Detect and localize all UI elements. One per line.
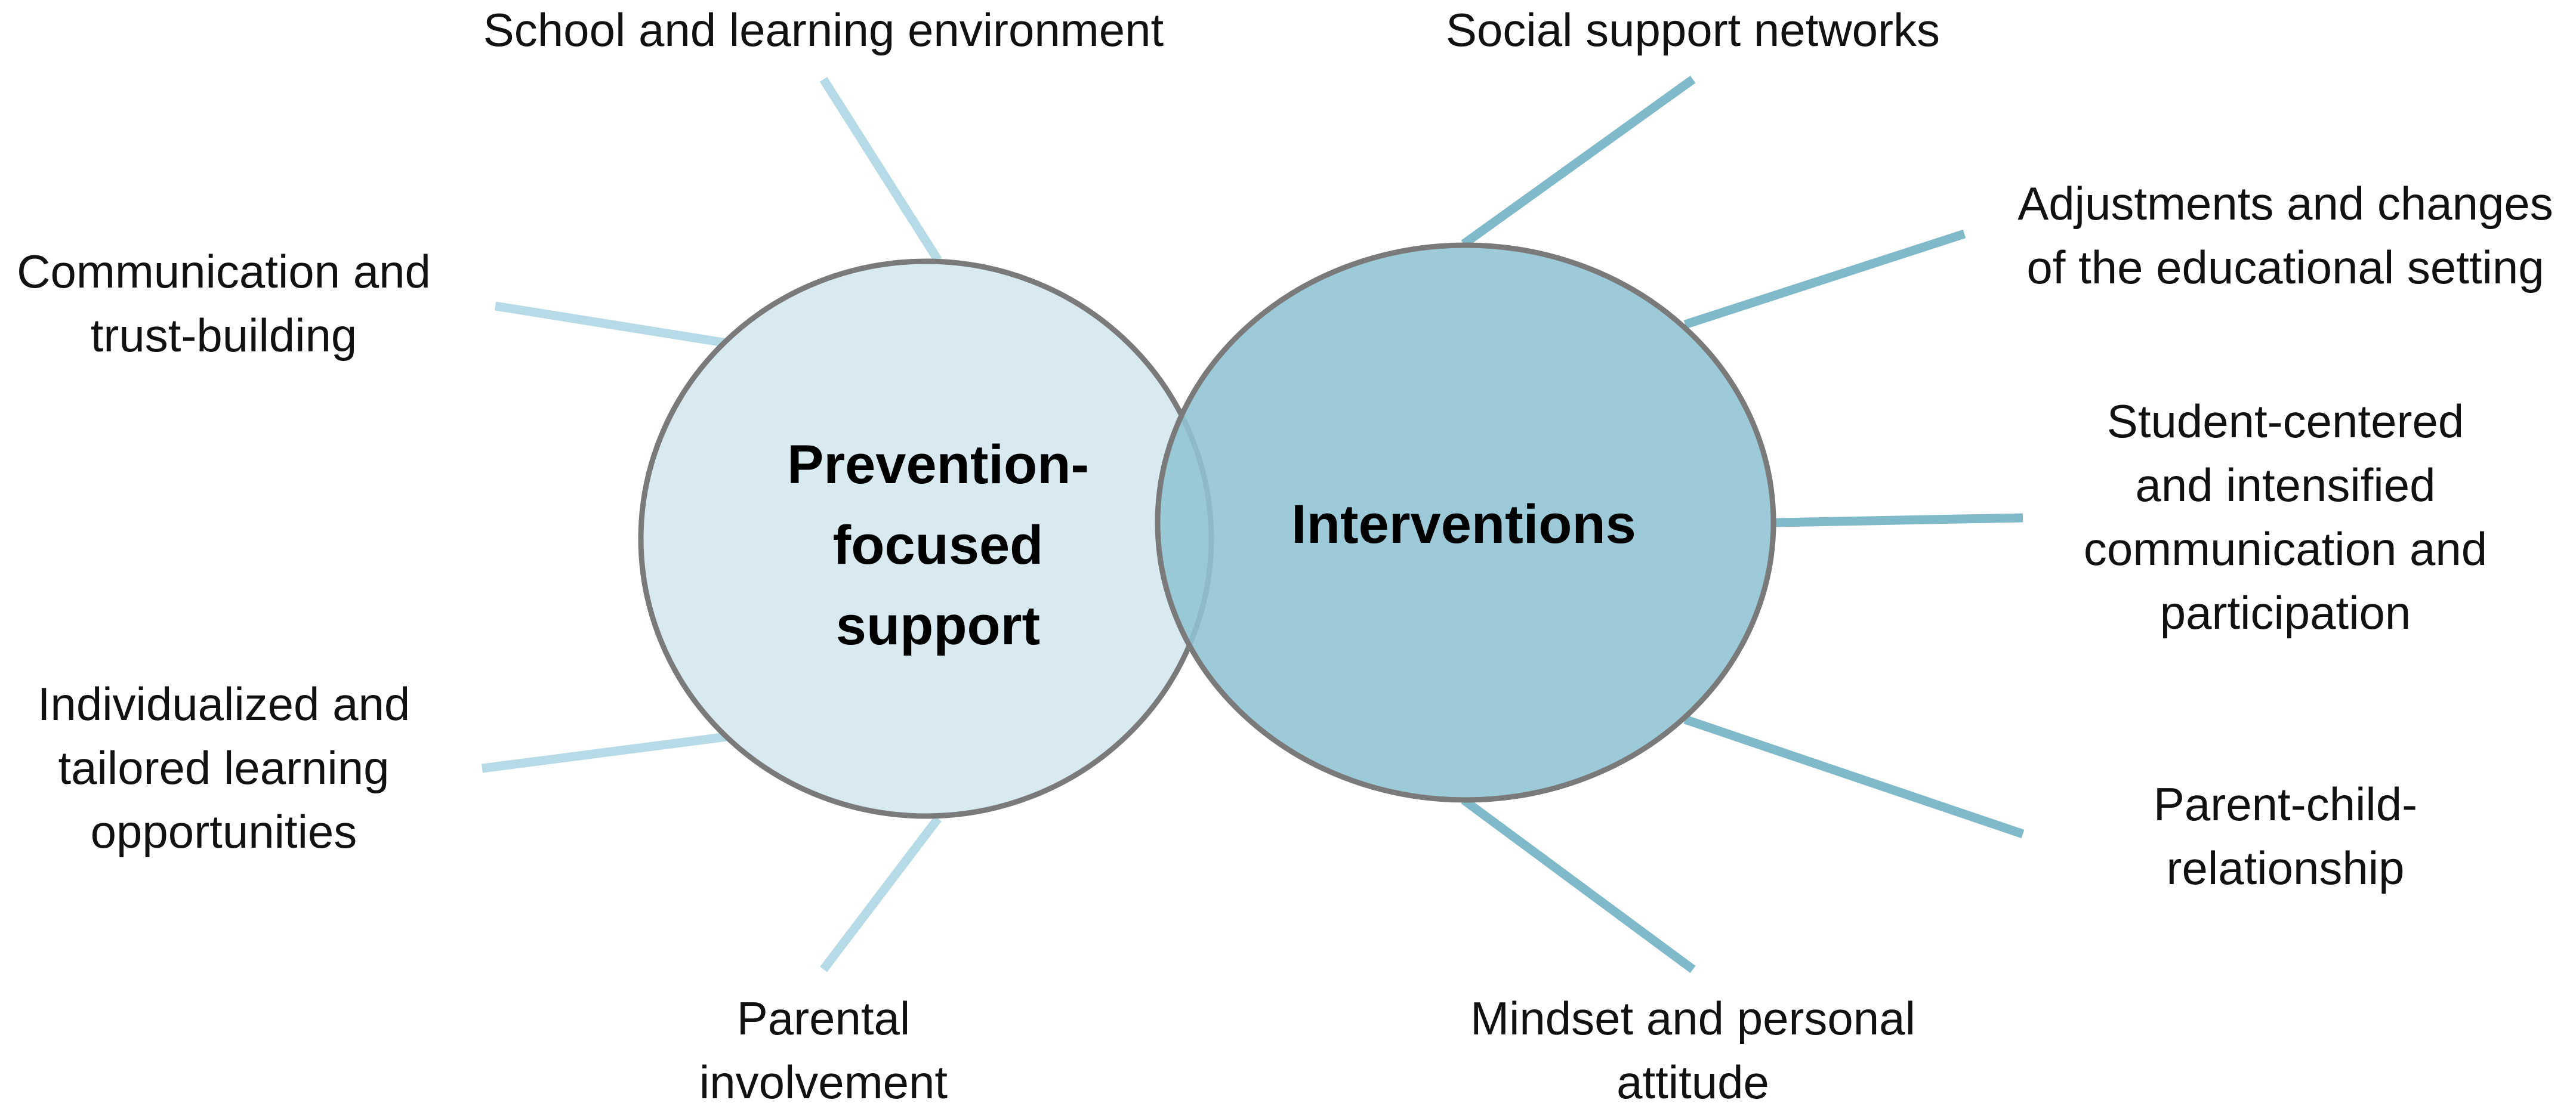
- prevention-title: Prevention-focused support: [787, 434, 1089, 656]
- label-school-line: School and learning environment: [483, 4, 1164, 56]
- label-student-line: communication and: [2084, 523, 2487, 575]
- prevention-title-line: Prevention-: [787, 434, 1089, 495]
- label-mindset-line: attitude: [1616, 1056, 1769, 1106]
- spoke-line-social: [1461, 75, 1696, 248]
- spoke-line-student: [1775, 513, 2023, 527]
- prevention-title-line: focused: [833, 515, 1044, 576]
- spoke-line-mindset: [1461, 796, 1696, 974]
- prevention-title-line: support: [836, 595, 1040, 656]
- spoke-line-school: [819, 76, 942, 263]
- label-individualized-line: Individualized and: [38, 678, 410, 730]
- label-student-line: and intensified: [2135, 459, 2435, 511]
- label-student-line: Student-centered: [2107, 395, 2464, 447]
- label-mindset-line: Mindset and personal: [1470, 992, 1915, 1045]
- label-individualized-line: tailored learning: [58, 742, 389, 794]
- label-communication-line: trust-building: [91, 309, 357, 362]
- label-communication: Communication and trust-building: [17, 245, 431, 362]
- label-parent-child: Parent-child-relationship: [2154, 778, 2417, 894]
- label-school: School and learning environment: [483, 4, 1164, 56]
- interventions-circle: [1155, 242, 1776, 803]
- label-adjustments-line: Adjustments and changes: [2017, 177, 2553, 230]
- label-social: Social support networks: [1446, 4, 1940, 56]
- spoke-line-individualized: [482, 732, 727, 773]
- label-adjustments-line: of the educational setting: [2026, 241, 2544, 294]
- label-individualized: Individualized and tailored learning oppor…: [38, 678, 410, 858]
- label-parental-line: involvement: [699, 1056, 948, 1106]
- label-mindset: Mindset and personal attitude: [1470, 992, 1915, 1106]
- label-parent-child-line: relationship: [2167, 842, 2405, 894]
- spoke-line-parental: [820, 815, 942, 972]
- spoke-line-adjustments: [1683, 229, 1966, 329]
- label-social-line: Social support networks: [1446, 4, 1940, 56]
- interventions-title: Interventions: [1291, 494, 1636, 555]
- spoke-line-communication: [494, 301, 728, 348]
- label-adjustments: Adjustments and changes of the educationa…: [2017, 177, 2553, 294]
- spoke-line-parent-child: [1683, 715, 2025, 839]
- label-student-line: participation: [2160, 586, 2411, 639]
- interventions-title-line: Interventions: [1291, 494, 1636, 555]
- label-student: Student-centered and intensified communica…: [2084, 395, 2487, 639]
- label-parental-line: Parental: [737, 992, 911, 1045]
- label-individualized-line: opportunities: [91, 805, 357, 858]
- label-communication-line: Communication and: [17, 245, 431, 298]
- label-parent-child-line: Parent-child-: [2154, 778, 2417, 830]
- label-parental: Parental involvement: [699, 992, 948, 1106]
